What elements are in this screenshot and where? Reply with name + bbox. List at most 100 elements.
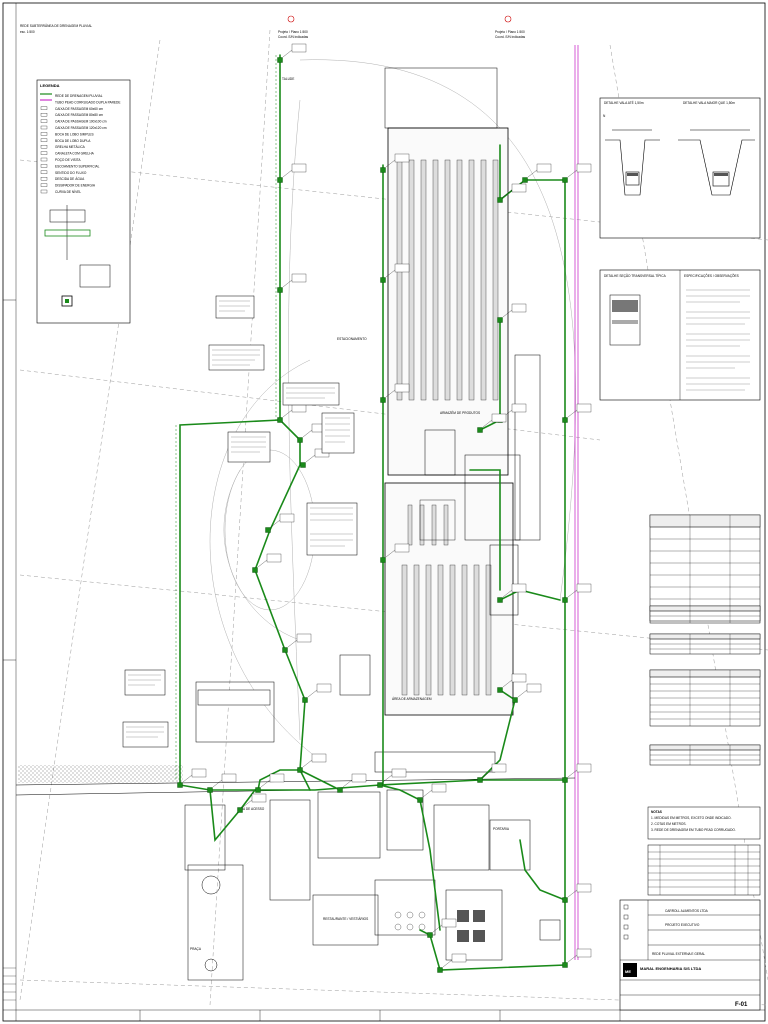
- manhole: [380, 557, 386, 563]
- notes-line-1: 1. MEDIDAS EM METROS, EXCETO ONDE INDICA…: [651, 816, 732, 820]
- manhole: [265, 527, 271, 533]
- manhole: [522, 177, 528, 183]
- svg-text:Coord. E/N indicadas: Coord. E/N indicadas: [495, 35, 526, 39]
- title-client: CARROLL ALIMENTOS LTDA: [665, 909, 709, 913]
- manhole: [437, 967, 443, 973]
- manhole: [302, 697, 308, 703]
- solar-panel-blocks: [457, 910, 485, 942]
- company-logo-text: ME: [625, 969, 631, 974]
- trench-detail-panel: DETALHE VALA ATÉ 1,50m DETALHE VALA MAIO…: [599, 97, 761, 239]
- legend-item-label: REDE DE DRENAGEM PLUVIAL: [55, 94, 103, 98]
- section-detail-panel: DETALHE SEÇÃO TRANSVERSAL TÍPICA ESPECIF…: [599, 269, 761, 401]
- company-name: MARAL ENGENHARIA S/S LTDA: [640, 966, 701, 971]
- parking-label: ESTACIONAMENTO: [337, 337, 367, 341]
- manhole: [377, 782, 383, 788]
- legend-item-label: CAIXA DE PASSAGEM 80x80 cm: [55, 113, 103, 117]
- legend-item-label: CANALETA COM GRELHA: [55, 152, 95, 156]
- green-swale: [175, 55, 277, 780]
- storage-racks-lower: [401, 504, 492, 696]
- lower-buildings: [184, 681, 561, 981]
- sheet-number: F-01: [735, 1002, 748, 1008]
- legend-item-label: CAIXA DE PASSAGEM 60x60 cm: [55, 107, 103, 111]
- manhole: [380, 167, 386, 173]
- legend-item-label: CAIXA DE PASSAGEM 100x100 cm: [55, 120, 107, 124]
- manhole-symbol: [61, 295, 73, 307]
- title-legend-symbols: [623, 904, 629, 940]
- legend-item-label: TUBO PEAD CORRUGADO DUPLA PAREDE: [55, 100, 120, 104]
- manhole: [255, 787, 261, 793]
- manhole: [497, 197, 503, 203]
- manhole: [252, 567, 258, 573]
- manhole: [562, 777, 568, 783]
- notes-line-2: 2. COTAS EM METROS.: [651, 822, 686, 826]
- manhole: [277, 57, 283, 63]
- legend-box: LEGENDA REDE DE DRENAGEM PLUVIAL TUBO PEA…: [36, 79, 131, 324]
- manhole: [562, 417, 568, 423]
- legend-item-label: CURVA DE NÍVEL: [55, 190, 81, 194]
- svg-text:Projeto / Plano 1:500: Projeto / Plano 1:500: [278, 30, 308, 34]
- revision-table: [647, 844, 761, 896]
- manhole: [177, 782, 183, 788]
- section-detail-title: DETALHE SEÇÃO TRANSVERSAL TÍPICA: [604, 273, 667, 278]
- callout-text-lines: [126, 300, 353, 738]
- top-callout-left: Projeto / Plano 1:500 Coord. E/N indicad…: [278, 15, 309, 39]
- north-symbol: N: [603, 114, 606, 118]
- title-drawing: REDE PLUVIAL EXTERNA E GERAL: [652, 952, 705, 956]
- legend-item-label: GRELHA METÁLICA: [55, 145, 86, 149]
- manhole: [337, 787, 343, 793]
- access-road: [15, 765, 576, 796]
- manhole: [497, 687, 503, 693]
- manhole: [497, 317, 503, 323]
- sheet-header-title: REDE SUBTERRÂNEA DE DRENAGEM PLUVIAL: [20, 24, 92, 28]
- legend-item-label: POÇO DE VISITA: [55, 158, 81, 162]
- manhole: [562, 177, 568, 183]
- manhole: [297, 437, 303, 443]
- square-label: PRAÇA: [190, 947, 202, 951]
- restaurant-label: RESTAURANTE / VESTIÁRIOS: [323, 917, 368, 921]
- warehouse-main-label: ARMAZÉM DE PRODUTOS: [440, 410, 480, 415]
- slope-label: TALUDE: [282, 77, 294, 81]
- warehouse-main: ARMAZÉM DE PRODUTOS: [384, 67, 509, 476]
- manhole: [562, 897, 568, 903]
- access-road-label: VIA DE ACESSO: [240, 807, 265, 811]
- legend-item-label: DISSIPADOR DE ENERGIA: [55, 184, 96, 188]
- manhole: [512, 697, 518, 703]
- sheet-header-scale: esc. 1:500: [20, 30, 35, 34]
- legend-items: REDE DE DRENAGEM PLUVIAL TUBO PEAD CORRUG…: [40, 94, 120, 194]
- warehouse-lower: ÁREA DE ARMAZENAGEM: [384, 482, 514, 716]
- manhole: [417, 797, 423, 803]
- svg-text:Coord. E/N indicadas: Coord. E/N indicadas: [278, 35, 309, 39]
- warehouse-lower-label: ÁREA DE ARMAZENAGEM: [392, 697, 432, 701]
- title-block: CARROLL ALIMENTOS LTDA PROJETO EXECUTIVO…: [619, 899, 761, 1011]
- annex-buildings: [339, 354, 541, 696]
- legend-title: LEGENDA: [40, 83, 60, 88]
- notes-line-3: 3. REDE DE DRENAGEM EM TUBO PEAD CORRUGA…: [651, 828, 736, 832]
- manhole: [277, 417, 283, 423]
- manhole-nodes: [177, 43, 592, 973]
- guardhouse-label: PORTARIA: [493, 827, 510, 831]
- manhole: [300, 462, 306, 468]
- title-project: PROJETO EXECUTIVO: [665, 923, 700, 927]
- svg-text:Projeto / Plano 1:500: Projeto / Plano 1:500: [495, 30, 525, 34]
- manhole: [282, 647, 288, 653]
- legend-item-label: BOCA DE LOBO SIMPLES: [55, 132, 94, 136]
- legend-item-label: BOCA DE LOBO DUPLA: [55, 139, 91, 143]
- manhole: [380, 397, 386, 403]
- quantities-tables: QUANTITATIVOS DE MATERIAIS: [649, 514, 761, 766]
- trench-detail-title-a: DETALHE VALA ATÉ 1,50m: [604, 100, 644, 105]
- legend-item-label: SENTIDO DO FLUXO: [55, 171, 87, 175]
- trench-detail-title-b: DETALHE VALA MAIOR QUE 1,50m: [683, 101, 735, 105]
- manhole: [562, 962, 568, 968]
- manhole: [497, 597, 503, 603]
- property-boundary: [574, 45, 579, 960]
- manhole: [277, 177, 283, 183]
- manhole: [297, 767, 303, 773]
- manhole: [277, 287, 283, 293]
- manhole: [427, 932, 433, 938]
- manhole: [562, 597, 568, 603]
- legend-item-label: CAIXA DE PASSAGEM 120x120 cm: [55, 126, 107, 130]
- company-logo: [623, 963, 637, 977]
- notes-box: NOTAS 1. MEDIDAS EM METROS, EXCETO ONDE …: [647, 806, 761, 840]
